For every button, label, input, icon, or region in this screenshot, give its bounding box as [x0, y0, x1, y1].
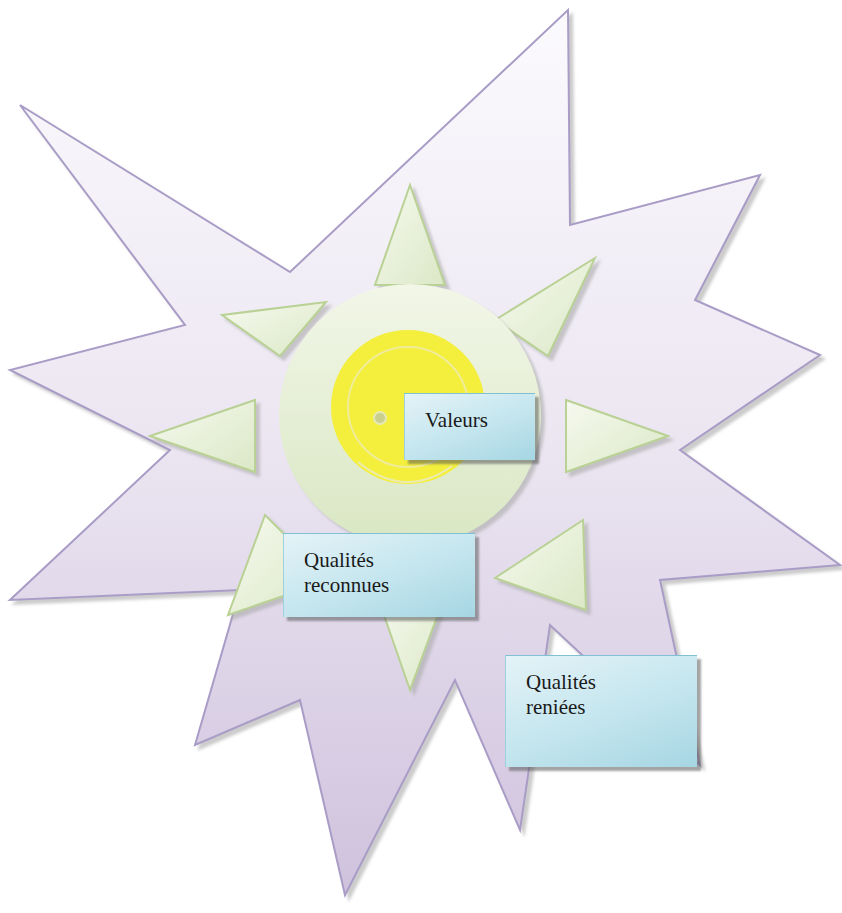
label-box: Qualités reconnues [283, 533, 475, 617]
box-label: Qualités reniées [526, 670, 636, 720]
label-box: Valeurs [404, 393, 535, 460]
box-label: Qualités reconnues [304, 548, 414, 598]
ray-triangle [566, 400, 668, 472]
sun-eye [374, 412, 386, 424]
sun-smile [358, 462, 452, 482]
ray-triangle [495, 520, 586, 610]
ray-triangle [375, 185, 445, 285]
star-burst [10, 10, 840, 895]
ray-triangles [150, 185, 668, 690]
ray-triangle [150, 400, 255, 472]
box-label: Valeurs [425, 408, 519, 433]
outer-ring [279, 284, 541, 546]
label-box: Qualités reniées [505, 655, 697, 767]
